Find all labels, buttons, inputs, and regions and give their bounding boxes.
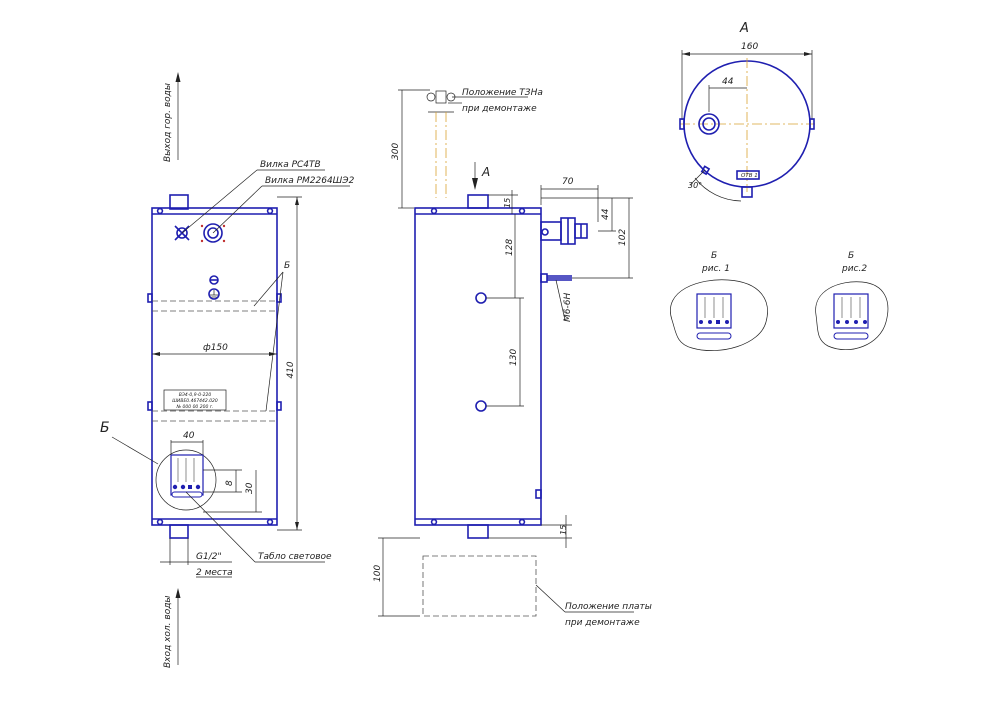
- plate-position-2: при демонтаже: [565, 618, 640, 628]
- plug-removed-position: [426, 90, 456, 113]
- dim-8: 8: [225, 480, 235, 486]
- bolt: [266, 207, 274, 215]
- plug-2-label: Вилка РМ2264ШЭ2: [265, 176, 355, 186]
- hot-water-pipe: [169, 194, 189, 210]
- view-a: А 160 44 ОТВ 1 30°: [679, 21, 815, 202]
- ground-icon: [208, 275, 220, 300]
- detail-b-fig1: Б рис. 1: [670, 251, 768, 351]
- dim-160: 160: [741, 42, 758, 52]
- dim-height: 410: [286, 361, 296, 378]
- leader-plug-2: [212, 185, 263, 234]
- side-lug: [276, 401, 282, 411]
- dim-100: 100: [373, 565, 383, 582]
- side-bottom-pipe: [467, 524, 489, 539]
- fig2-caption: рис.2: [841, 264, 867, 274]
- cold-water-label: Вход хол. воды: [163, 595, 173, 668]
- outlet-circle: [698, 113, 720, 135]
- side-lug: [147, 293, 153, 303]
- fig2-outline: [815, 281, 889, 351]
- bolt: [266, 518, 274, 526]
- section-b-top: Б: [284, 261, 290, 271]
- thread-label: G1/2": [196, 552, 222, 562]
- fig1-outline: [670, 279, 768, 351]
- dim-70: 70: [562, 177, 574, 187]
- dim-44-a: 44: [722, 77, 734, 87]
- dim-44: 44: [601, 208, 611, 220]
- angle-label: 30°: [688, 181, 702, 190]
- fig1-label: Б: [711, 251, 717, 261]
- dim-15-top: 15: [503, 198, 512, 208]
- view-a-title: А: [739, 21, 749, 36]
- mount-hole: [475, 400, 487, 412]
- plug-position-1: Положение ТЗНа: [462, 88, 543, 98]
- dim-128: 128: [505, 239, 515, 256]
- dim-300: 300: [391, 143, 401, 160]
- view-a-arrow: А: [481, 165, 490, 179]
- detail-b-fig2: Б рис.2: [815, 251, 889, 351]
- bolt: [156, 518, 164, 526]
- side-view: Положение ТЗНа при демонтаже 300 А: [373, 88, 652, 628]
- side-lug: [147, 401, 153, 411]
- side-top-pipe: [467, 194, 489, 209]
- cold-water-pipe: [169, 524, 189, 539]
- plug-1-label: Вилка РС4ТВ: [260, 160, 321, 170]
- section-b-mark: Б: [100, 420, 110, 436]
- light-board: [170, 454, 204, 498]
- nameplate-line-1: ВЭ4-0,9-0-220: [179, 392, 212, 398]
- hot-water-arrowhead: [175, 72, 181, 82]
- connector-rm2264: [200, 223, 226, 243]
- angle-arc: [694, 177, 742, 202]
- thread-places: 2 места: [196, 568, 233, 578]
- plug-position-2: при демонтаже: [462, 104, 537, 114]
- nameplate-line-3: № 000 00 200 г.: [175, 404, 213, 410]
- dim-15-bottom: 15: [559, 525, 568, 535]
- dim-panel-width: 40: [183, 431, 195, 441]
- fig2-label: Б: [848, 251, 854, 261]
- dim-30: 30: [245, 482, 255, 494]
- leader-plug-1: [181, 169, 258, 234]
- detail-b-circle: [155, 449, 217, 511]
- cold-water-arrowhead: [175, 588, 181, 598]
- plate-removed-position: [422, 555, 537, 617]
- outlet-tag: ОТВ 1: [741, 173, 758, 179]
- front-view: Выход гор. воды Вход хол. воды: [100, 72, 355, 668]
- dim-diameter: ф150: [203, 343, 228, 353]
- ground-stud: [540, 273, 572, 283]
- light-board-leader: [185, 491, 256, 563]
- dim-130: 130: [509, 349, 519, 366]
- bolt: [156, 207, 164, 215]
- light-board-label: Табло световое: [258, 552, 332, 562]
- outlet-tag-box: [736, 170, 760, 180]
- nut-label: М6-6Н: [563, 293, 573, 322]
- heater-body-side: [414, 207, 542, 526]
- mount-hole: [475, 292, 487, 304]
- plate-position-1: Положение платы: [565, 602, 652, 612]
- nameplate: ВЭ4-0,9-0-220 ШИВЕ0.467442.020 № 000 00 …: [163, 389, 227, 411]
- heater-body-front: [151, 207, 278, 526]
- dim-102: 102: [618, 229, 628, 246]
- side-connector: [540, 217, 588, 245]
- nameplate-line-2: ШИВЕ0.467442.020: [172, 398, 218, 404]
- hot-water-label: Выход гор. воды: [163, 83, 173, 162]
- fig1-caption: рис. 1: [701, 264, 730, 274]
